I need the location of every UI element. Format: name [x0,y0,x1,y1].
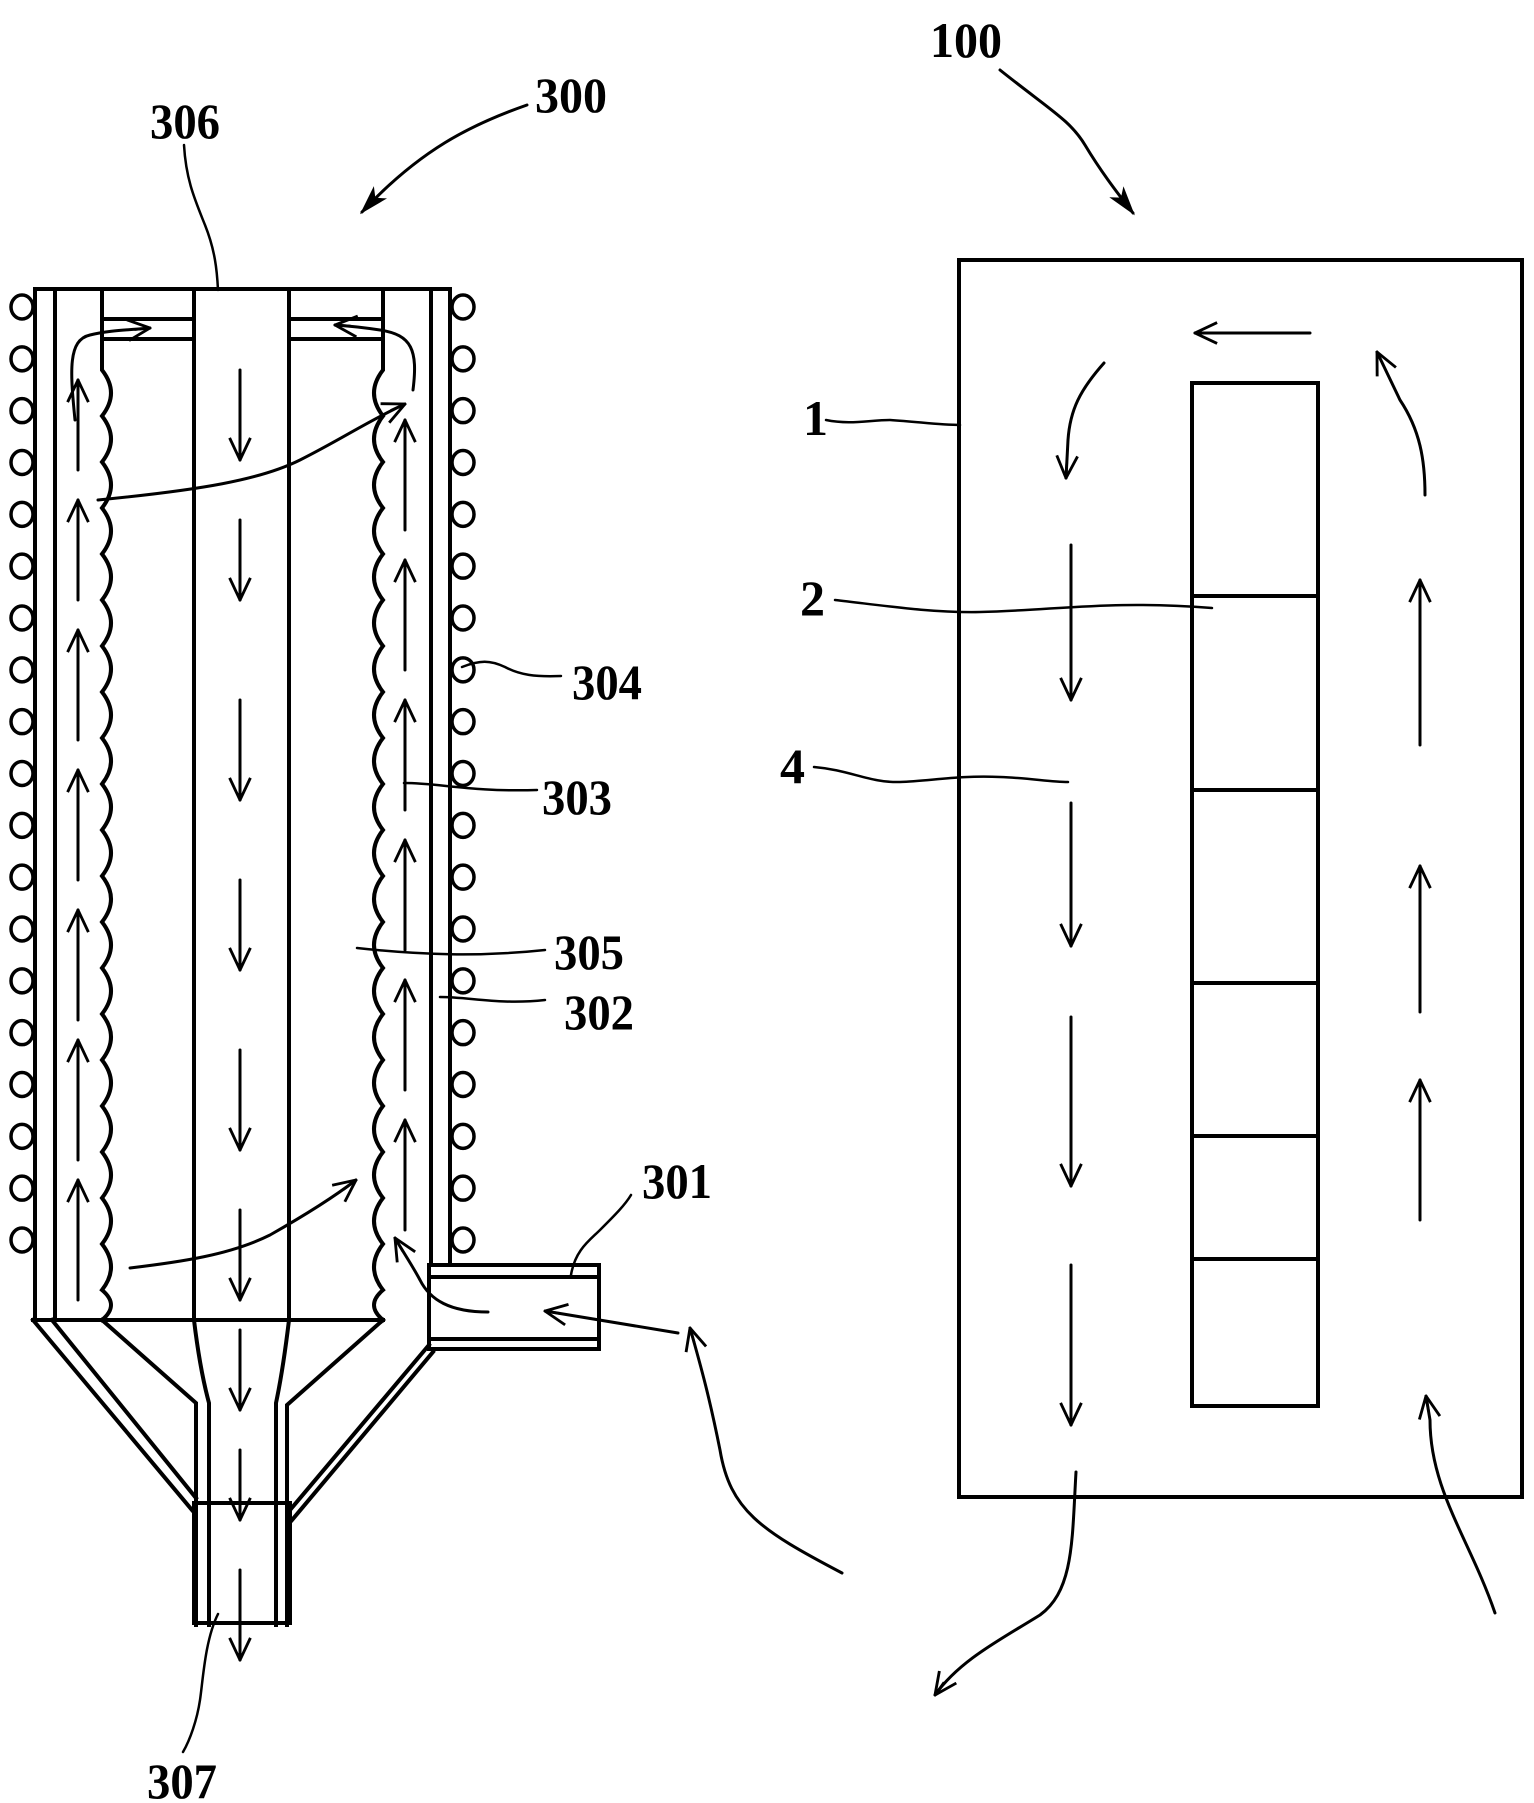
cell-stack [1190,381,1320,1408]
label-4: 4 [780,738,805,794]
coil-icon [9,759,35,788]
coil-icon [9,1226,35,1254]
coil-icon [450,759,476,788]
coil-icon [9,345,35,373]
coil-icon [9,448,35,477]
label-1: 1 [803,390,828,446]
exit-arrow-enclosure [935,1470,1078,1695]
coil-icon [9,1122,35,1151]
enclosure-100 [957,258,1524,1499]
central-tube-left [192,287,211,1627]
leader-303 [402,781,539,792]
coil-icon [450,448,476,477]
coil-icon [450,915,476,943]
label-306: 306 [150,93,220,149]
flow-up-arrow [1375,352,1427,497]
inner-tube-wall-left [99,287,113,1323]
apparatus-300 [9,287,601,1662]
label-100: 100 [930,12,1002,68]
coil-icon [450,707,476,736]
coil-icon [450,396,476,425]
arrow-up-to-inlet [690,1328,844,1575]
label-304: 304 [572,654,642,710]
coil-icon [9,396,35,425]
coil-icon [9,863,35,891]
leader-302 [438,995,547,1003]
inner-tube-wall-right [372,287,386,1323]
coil-icon [450,1122,476,1151]
coil-icon [9,604,35,632]
coil-icon [450,656,476,684]
label-2: 2 [800,570,825,626]
flow-crossover-arrow [128,1180,356,1270]
leader-lines [181,143,1214,1754]
leader-4 [812,765,1070,784]
flow-inlet-turn-arrow [395,1238,490,1314]
coil-icon [450,863,476,891]
ref-arrow-100 [998,68,1135,216]
central-tube-right [274,287,291,1627]
coil-icon [9,552,35,580]
coil-icon [450,1070,476,1099]
cone-outer-left-2 [49,1317,199,1501]
leader-301 [569,1193,633,1277]
cone-outer-right-2 [289,1349,436,1523]
leader-304 [460,660,563,678]
entry-arrow-enclosure [1426,1396,1497,1615]
inlet-pipe [427,1263,601,1351]
label-302: 302 [564,984,634,1040]
reference-labels: 300 306 304 303 305 302 301 307 100 1 2 … [147,12,1002,1803]
coil-icon [450,500,476,529]
heating-coils-left [9,293,35,1254]
label-307: 307 [147,1753,217,1803]
heating-coils-right [450,293,476,1254]
leader-2 [833,598,1214,614]
cone-outer-left [30,1317,195,1513]
flow-down-arrow [1066,361,1106,478]
leader-307 [181,1612,220,1754]
label-300: 300 [535,67,607,123]
flow-turn-arrow [70,328,150,422]
coil-icon [450,811,476,840]
external-flow [359,68,1497,1695]
coil-icon [9,293,35,321]
cone-outer-right [287,1342,432,1513]
coil-icon [9,1174,35,1202]
coil-icon [450,552,476,580]
coil-icon [450,345,476,373]
label-301: 301 [642,1153,712,1209]
coil-icon [9,500,35,529]
leader-306 [182,143,220,292]
coil-icon [450,604,476,632]
coil-icon [450,1174,476,1202]
flow-arrows-100 [1066,333,1427,1427]
leader-1 [824,418,962,427]
ref-arrow-300 [359,103,529,215]
coil-icon [9,1070,35,1099]
flow-arrows-300 [70,325,490,1662]
cone-inner-left [99,1317,198,1627]
flow-crossover-arrow [96,404,405,502]
coil-icon [9,915,35,943]
coil-icon [9,967,35,995]
coil-icon [9,1018,35,1047]
label-303: 303 [542,769,612,825]
coil-icon [450,293,476,321]
coil-icon [450,967,476,995]
leader-305 [355,946,547,956]
flow-turn-arrow [335,325,417,392]
label-305: 305 [554,924,624,980]
return-arrow-to-inlet [545,1311,680,1335]
enclosure-housing [957,258,1524,1499]
coil-icon [450,1018,476,1047]
cone-inner-right [285,1317,386,1627]
coil-icon [9,811,35,840]
coil-icon [9,707,35,736]
coil-icon [9,656,35,684]
coil-icon [450,1226,476,1254]
